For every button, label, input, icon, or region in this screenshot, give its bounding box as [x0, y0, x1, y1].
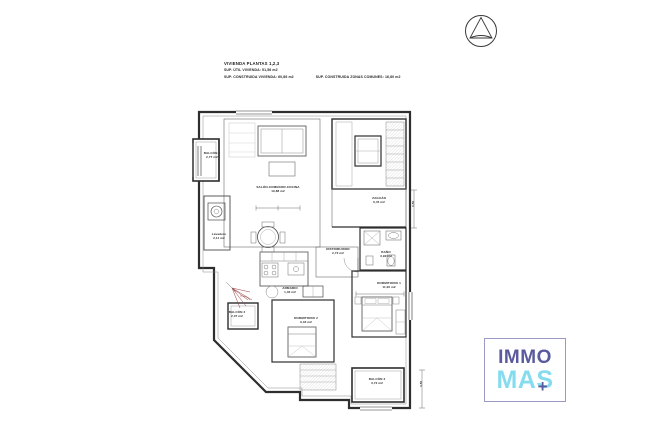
logo-text-immo: IMMO — [498, 346, 552, 368]
plan-heading: VIVIENDA PLANTAS 1,2,3 — [224, 61, 280, 66]
bedroom-1-shape — [351, 270, 407, 338]
balcony-3-shape — [351, 367, 405, 403]
room-label-salon: SALÓN-COMEDOR-COCINA 19,88 m2 — [256, 185, 300, 193]
balcony-1-shape — [192, 138, 220, 182]
room-label-lavadero: Lavadero 2,11 m2 — [211, 232, 227, 240]
dimension-lines — [255, 189, 425, 409]
plan-geometry — [192, 110, 425, 411]
built-area-line: SUP. CONSTRUIDA VIVIENDA: 60,86 m2 — [224, 74, 294, 79]
kitchen-shape — [259, 251, 309, 287]
room-label-balcon3: BALCÓN 3 3,72 m2 — [368, 377, 386, 385]
room-label-distribuidor: DISTRIBUIDOR 2,73 m2 — [326, 247, 350, 255]
dimension-label-right-lower: 3,50 — [419, 380, 424, 387]
compass-north-icon — [460, 10, 502, 52]
immomas-logo: IMMO MAS + — [484, 338, 566, 402]
useful-area-line: SUP. ÚTIL VIVIENDA: 51,56 m2 — [224, 68, 278, 73]
dimension-label-right-upper: 3,50 — [411, 200, 416, 207]
stair-core-shape — [331, 118, 407, 190]
window-openings — [197, 110, 413, 411]
room-label-bano: BAÑO 3,92 m2 — [380, 250, 392, 258]
title-block: VIVIENDA PLANTAS 1,2,3 SUP. ÚTIL VIVIEND… — [224, 61, 401, 79]
living-room-shape — [223, 118, 321, 253]
exterior-walls — [197, 110, 412, 410]
logo-mas-wrap: MAS + — [496, 365, 554, 396]
room-label-dormitorio1: DORMITORIO 1 11,00 m2 — [377, 281, 401, 289]
zaguan-lower-shape — [331, 188, 407, 228]
room-label-dormitorio2: DORMITORIO 2 9,03 m2 — [294, 316, 318, 324]
room-label-balcon1: BALCÓN 1 2,77 m2 — [203, 151, 221, 159]
logo-plus-icon: + — [537, 376, 548, 396]
room-label-zaguan: ZAGUÁN 6,45 m2 — [372, 196, 386, 204]
room-label-balcon2: BALCÓN 2 2,07 m2 — [228, 310, 246, 318]
closet-shape — [265, 285, 324, 299]
bathroom-shape — [359, 227, 407, 271]
logo-text-mas: MAS — [496, 365, 554, 394]
entry-detail — [225, 281, 253, 309]
bedroom-2-shape — [271, 299, 337, 391]
hallway-shape — [315, 246, 359, 278]
laundry-shape — [203, 195, 231, 251]
common-area-line: SUP. CONSTRUIDA ZONAS COMUNES: 16,80 m2 — [315, 74, 401, 79]
balcony-2-shape — [227, 302, 259, 330]
room-label-armario: ARMARIO 1,30 m2 — [282, 286, 298, 294]
